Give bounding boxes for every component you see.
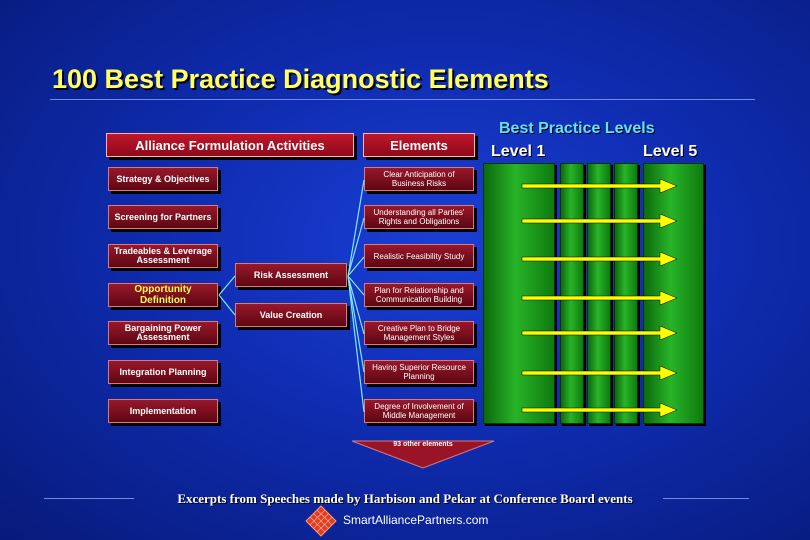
elements-header: Elements — [363, 133, 475, 157]
footer-rule-left — [44, 498, 134, 499]
level-column-4 — [614, 163, 638, 424]
activity-integration-planning: Integration Planning — [108, 360, 218, 384]
level-5-label: Level 5 — [643, 143, 698, 160]
levels-title: Best Practice Levels — [499, 120, 655, 137]
activity-opportunity-definition: Opportunity Definition — [108, 283, 218, 307]
element-resource-planning: Having Superior Resource Planning — [364, 360, 474, 384]
footer-caption: Excerpts from Speeches made by Harbison … — [177, 491, 633, 506]
activity-strategy-objectives: Strategy & Objectives — [108, 167, 218, 191]
element-business-risks: Clear Anticipation of Business Risks — [364, 167, 474, 191]
element-feasibility-study: Realistic Feasibility Study — [364, 244, 474, 268]
element-middle-management: Degree of Involvement of Middle Manageme… — [364, 399, 474, 423]
sub-activity-value-creation: Value Creation — [235, 303, 347, 327]
more-elements-label: 93 other elements — [393, 441, 453, 448]
page-title: 100 Best Practice Diagnostic Elements — [52, 64, 549, 94]
level-column-2 — [560, 163, 584, 424]
activities-header: Alliance Formulation Activities — [106, 133, 354, 157]
activity-bargaining-power: Bargaining Power Assessment — [108, 321, 218, 345]
sub-activity-risk-assessment: Risk Assessment — [235, 263, 347, 287]
element-relationship-communication: Plan for Relationship and Communication … — [364, 283, 474, 307]
level-column-3 — [587, 163, 611, 424]
footer-rule-right — [663, 498, 749, 499]
title-divider — [50, 99, 755, 100]
level-column-1 — [483, 163, 555, 424]
activity-screening-partners: Screening for Partners — [108, 205, 218, 229]
logo-icon — [305, 505, 337, 537]
more-elements-arrow — [351, 440, 495, 469]
level-column-5 — [643, 163, 704, 424]
website-link[interactable]: SmartAlliancePartners.com — [343, 513, 489, 527]
activity-tradeables-leverage: Tradeables & Leverage Assessment — [108, 244, 218, 268]
level-1-label: Level 1 — [491, 143, 546, 160]
element-management-styles: Creative Plan to Bridge Management Style… — [364, 321, 474, 345]
activity-implementation: Implementation — [108, 399, 218, 423]
element-rights-obligations: Understanding all Parties' Rights and Ob… — [364, 205, 474, 229]
